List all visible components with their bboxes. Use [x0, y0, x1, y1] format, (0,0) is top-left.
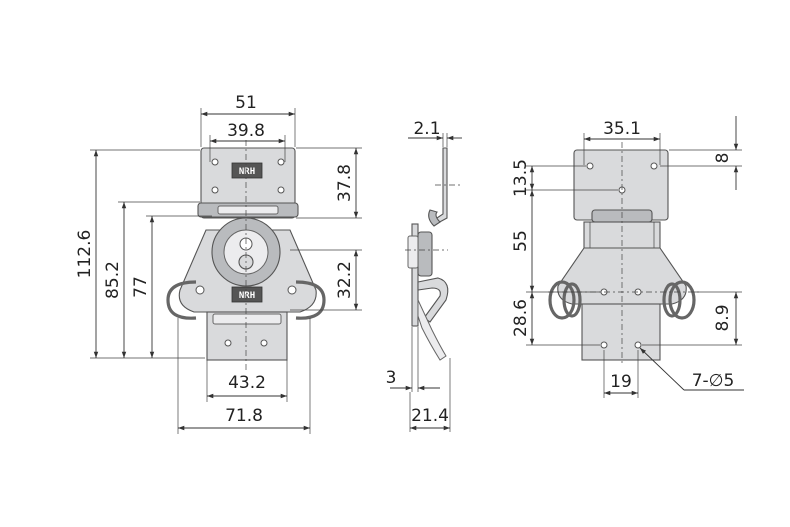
dim-77: 77 — [131, 276, 151, 298]
front-top-hole-br — [277, 186, 285, 194]
dim-35-1: 35.1 — [603, 119, 641, 139]
dim-13-5: 13.5 — [511, 159, 531, 197]
dim-hole-callout: 7-∅5 — [692, 371, 735, 391]
front-lower-logo-text: NRH — [239, 291, 255, 301]
dim-28-6: 28.6 — [511, 299, 531, 337]
side-view: 2.1 3 21.4 — [386, 119, 462, 432]
dim-39-8: 39.8 — [227, 121, 265, 141]
back-ring-left-2 — [562, 282, 582, 318]
dim-8-9: 8.9 — [713, 304, 733, 331]
back-view: 35.1 8 13.5 55 28.6 8.9 19 7-∅5 — [511, 116, 744, 398]
front-catch-hole-l — [224, 339, 232, 347]
dim-19: 19 — [610, 372, 632, 392]
dim-2-1: 2.1 — [413, 119, 440, 139]
side-handle — [417, 231, 433, 277]
dim-8: 8 — [713, 153, 733, 164]
back-ring-right-2 — [662, 282, 682, 318]
front-catch-hook — [212, 313, 282, 325]
front-catch-hole-r — [260, 339, 268, 347]
dim-55: 55 — [511, 230, 531, 252]
dim-43-2: 43.2 — [228, 373, 266, 393]
back-top-hole-r — [650, 162, 658, 170]
side-hinge-curl — [428, 209, 441, 227]
front-lower-logo-badge — [231, 286, 263, 303]
front-top-hole-right — [277, 158, 285, 166]
front-hinge-inner — [217, 205, 279, 215]
back-catch-hole-r — [634, 341, 642, 349]
dim-51: 51 — [235, 93, 257, 113]
back-butterfly — [557, 247, 687, 305]
dim-21-4: 21.4 — [411, 406, 449, 426]
front-logo-badge — [231, 162, 263, 179]
dim-112-6: 112.6 — [75, 230, 95, 279]
dim-71-8: 71.8 — [225, 406, 263, 426]
back-top-hole-l — [586, 162, 594, 170]
front-top-hole-bl — [211, 186, 219, 194]
front-ring-left — [166, 280, 197, 320]
front-hole-right — [287, 285, 297, 295]
front-logo-text: NRH — [239, 167, 255, 177]
front-view: NRH NRH 51 — [75, 93, 362, 434]
side-catch-plate — [417, 299, 447, 361]
side-handle-knob — [407, 235, 419, 269]
dim-3: 3 — [386, 368, 397, 388]
dim-32-2: 32.2 — [335, 261, 355, 299]
back-catch-hole-l — [600, 341, 608, 349]
back-ring-right — [668, 280, 696, 320]
dim-85-2: 85.2 — [103, 261, 123, 299]
back-catch-plate — [581, 303, 661, 361]
front-ring-right — [295, 280, 326, 320]
front-top-hole-left — [211, 158, 219, 166]
back-ring-left — [548, 280, 576, 320]
front-hole-left — [195, 285, 205, 295]
dim-37-8: 37.8 — [335, 164, 355, 202]
